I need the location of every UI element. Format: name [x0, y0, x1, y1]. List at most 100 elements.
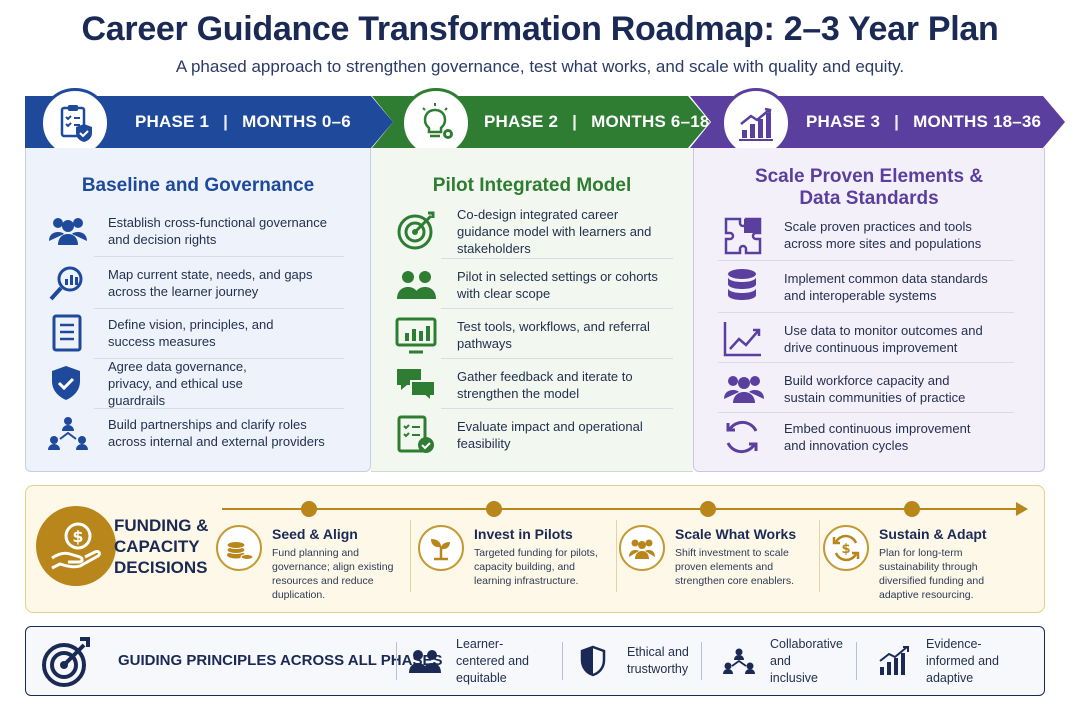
list-item: Use data to monitor outcomes and drive c… [722, 314, 990, 364]
seedling-icon [418, 525, 464, 571]
stage-name: Sustain & Adapt [879, 526, 987, 542]
network-people-icon [722, 646, 762, 676]
growth-chart-icon [721, 88, 791, 158]
list-item: Pilot in selected settings or cohorts wi… [395, 260, 663, 310]
list-item: Evaluate impact and operational feasibil… [395, 410, 653, 460]
line-chart-icon [722, 319, 770, 359]
list-item-text: Define vision, principles, and success m… [108, 317, 274, 349]
svg-text:$: $ [72, 527, 83, 546]
phase-1-panel: Baseline and Governance Establish cross-… [25, 148, 371, 472]
funding-section: $ FUNDING & CAPACITY DECISIONS Seed & Al… [25, 485, 1045, 613]
timeline-marker [700, 501, 716, 517]
list-item-text: Test tools, workflows, and referral path… [457, 319, 650, 351]
phase-1-months: MONTHS 0–6 [242, 112, 351, 131]
cycle-dollar-icon: $ [823, 525, 869, 571]
phase-2-months: MONTHS 6–18 [591, 112, 710, 131]
funding-timeline [222, 508, 1022, 510]
list-item: Define vision, principles, and success m… [46, 308, 294, 358]
list-item-text: Build workforce capacity and sustain com… [784, 373, 966, 405]
stage-name: Invest in Pilots [474, 526, 573, 542]
principles-title: GUIDING PRINCIPLES ACROSS ALL PHASES [118, 652, 443, 669]
target-arrow-icon [40, 635, 94, 689]
list-item: Test tools, workflows, and referral path… [395, 310, 653, 360]
magnifier-chart-icon [46, 263, 94, 303]
principle-text: Learner-centered and equitable [456, 636, 529, 685]
coin-stack-icon [216, 525, 262, 571]
principle-item: Ethical and trustworthy [579, 627, 689, 695]
list-item-text: Embed continuous improvement and innovat… [784, 421, 971, 453]
page-subtitle: A phased approach to strengthen governan… [175, 57, 905, 76]
stage-description: Fund planning and governance; align exis… [272, 547, 394, 601]
list-item: Implement common data standards and inte… [722, 262, 990, 312]
list-item-text: Agree data governance, privacy, and ethi… [108, 358, 247, 408]
funding-title: FUNDING & CAPACITY DECISIONS [114, 516, 209, 577]
list-item-text: Use data to monitor outcomes and drive c… [784, 323, 983, 355]
list-item: Build partnerships and clarify roles acr… [46, 408, 334, 458]
hand-coin-icon: $ [36, 506, 116, 586]
speech-bubbles-icon [395, 365, 443, 405]
people-group-icon [722, 371, 770, 407]
list-item: Map current state, needs, and gaps acros… [46, 258, 334, 308]
phase-1-banner: PHASE 1|MONTHS 0–6 [25, 96, 393, 148]
funding-stage-seed: Seed & Align Fund planning and governanc… [216, 522, 411, 601]
network-people-icon [46, 413, 94, 453]
shield-icon [579, 645, 619, 677]
phase-3-panel: Scale Proven Elements & Data Standards S… [693, 148, 1045, 472]
stage-description: Targeted funding for pilots, capacity bu… [474, 547, 598, 587]
phase-2-label: PHASE 2 [484, 112, 559, 131]
people-pair-icon [395, 267, 443, 303]
principle-item: Evidence-informed and adaptive [878, 627, 1028, 695]
checklist-icon [395, 415, 443, 455]
principle-item: Learner-centered and equitable [408, 627, 548, 695]
list-item-text: Establish cross-functional governance an… [108, 215, 327, 247]
phase-1-title: Baseline and Governance [81, 175, 315, 196]
clipboard-shield-icon [40, 88, 110, 158]
bar-chart-arrow-icon [878, 645, 918, 677]
timeline-marker [301, 501, 317, 517]
principle-text: Ethical and trustworthy [627, 645, 689, 676]
stage-description: Plan for long-term sustainability throug… [879, 547, 985, 601]
people-trio-icon [619, 525, 665, 571]
list-item-text: Map current state, needs, and gaps acros… [108, 267, 313, 299]
funding-stage-pilots: Invest in Pilots Targeted funding for pi… [418, 522, 618, 594]
page-title: Career Guidance Transformation Roadmap: … [81, 10, 999, 48]
list-item-text: Evaluate impact and operational feasibil… [457, 419, 643, 451]
lightbulb-gear-icon [401, 88, 471, 158]
timeline-arrowhead [1016, 502, 1028, 516]
phase-2-title: Pilot Integrated Model [432, 175, 632, 196]
funding-stage-sustain: $ Sustain & Adapt Plan for long-term sus… [823, 522, 1033, 601]
people-pair-icon [408, 647, 448, 675]
stage-description: Shift investment to scale proven element… [675, 547, 795, 587]
list-item: Agree data governance, privacy, and ethi… [46, 358, 294, 408]
phase-2-panel: Pilot Integrated Model Co-design integra… [371, 148, 693, 472]
database-icon [722, 267, 770, 307]
shield-check-icon [46, 363, 94, 403]
list-item: Gather feedback and iterate to strengthe… [395, 360, 653, 410]
list-item-text: Co-design integrated career guidance mod… [457, 206, 652, 256]
puzzle-icon [722, 215, 770, 255]
monitor-chart-icon [395, 315, 443, 355]
phase-3-title: Scale Proven Elements & Data Standards [754, 166, 984, 209]
list-item-text: Pilot in selected settings or cohorts wi… [457, 269, 658, 301]
stage-name: Seed & Align [272, 526, 358, 542]
principle-item: Collaborative and inclusive [722, 627, 843, 695]
guiding-principles-bar: GUIDING PRINCIPLES ACROSS ALL PHASES Lea… [25, 626, 1045, 696]
list-item-text: Scale proven practices and tools across … [784, 219, 982, 251]
list-item-text: Gather feedback and iterate to strengthe… [457, 369, 633, 401]
funding-stage-scale: Scale What Works Shift investment to sca… [619, 522, 819, 594]
people-group-icon [46, 213, 94, 249]
cycle-arrows-icon [722, 417, 770, 457]
list-item: Establish cross-functional governance an… [46, 206, 334, 256]
list-item: Co-design integrated career guidance mod… [395, 206, 673, 256]
list-item: Build workforce capacity and sustain com… [722, 364, 990, 414]
list-item: Scale proven practices and tools across … [722, 210, 990, 260]
svg-text:$: $ [841, 542, 850, 557]
timeline-marker [486, 501, 502, 517]
list-item-text: Build partnerships and clarify roles acr… [108, 417, 325, 449]
list-item: Embed continuous improvement and innovat… [722, 412, 990, 462]
phase-3-label: PHASE 3 [806, 112, 881, 131]
document-icon [46, 313, 94, 353]
timeline-marker [904, 501, 920, 517]
stage-name: Scale What Works [675, 526, 797, 542]
target-arrow-icon [395, 211, 443, 251]
